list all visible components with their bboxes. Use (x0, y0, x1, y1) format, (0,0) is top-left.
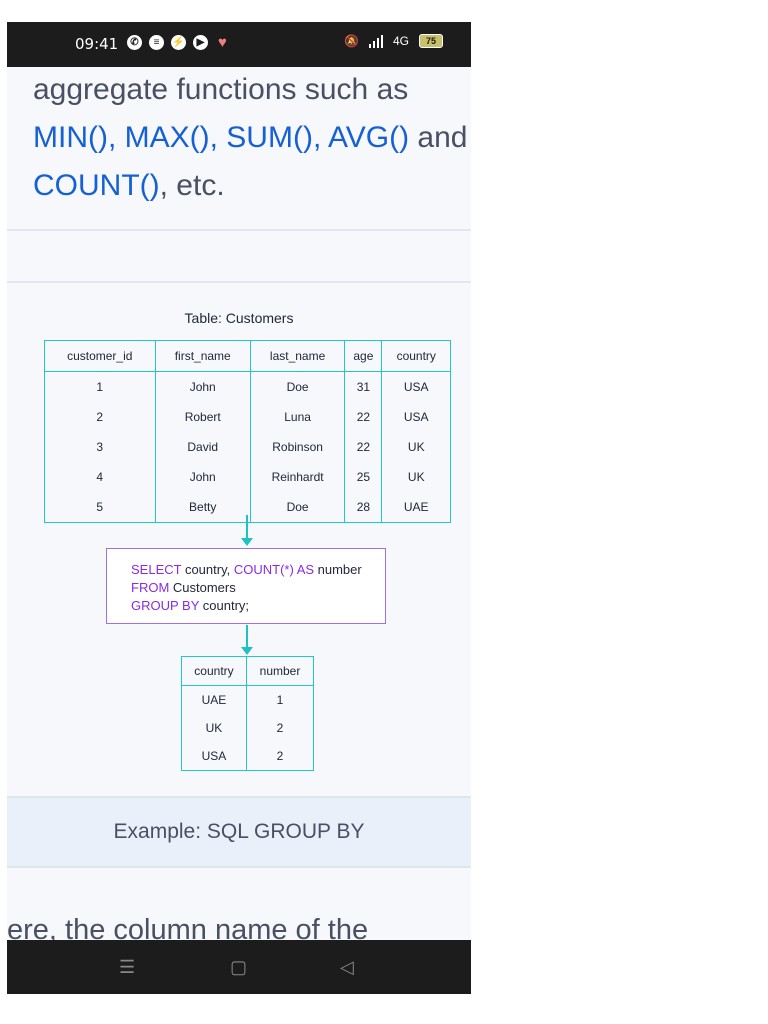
result-table: country number UAE 1 UK 2 USA 2 (181, 656, 315, 771)
table-cell: Robinson (249, 432, 346, 462)
table-row: 1 John Doe 31 USA (44, 371, 451, 402)
table-cell: Robert (154, 402, 251, 432)
table-cell: UAE (181, 685, 247, 714)
table-cell: John (154, 462, 251, 492)
column-header: country (181, 656, 247, 686)
sql-text: number (314, 562, 362, 577)
intro-etc: , etc. (159, 169, 225, 202)
table-cell: Reinhardt (249, 462, 346, 492)
health-icon: ♥ (218, 34, 227, 51)
table-cell: USA (181, 742, 247, 771)
table-cell: 1 (245, 685, 315, 714)
count-function: COUNT() (33, 169, 160, 202)
table-cell: 3 (44, 432, 156, 462)
column-header: last_name (249, 340, 346, 372)
youtube-icon: ▶ (193, 35, 208, 50)
back-button[interactable]: ◁ (340, 957, 354, 977)
group-by-diagram: Table: Customers customer_id first_name … (7, 284, 471, 794)
table-cell: 25 (344, 462, 383, 492)
column-header: number (245, 656, 315, 686)
sql-text: Customers (169, 580, 236, 595)
table-row: UK 2 (181, 714, 315, 742)
table-cell: Luna (249, 402, 346, 432)
table-cell: John (154, 371, 251, 402)
figure-caption: Example: SQL GROUP BY (7, 796, 471, 868)
table-row: 4 John Reinhardt 25 UK (44, 462, 451, 492)
table-cell: 1 (44, 371, 156, 402)
column-header: country (381, 340, 451, 372)
intro-and: and (409, 121, 468, 154)
table-cell: 22 (344, 402, 383, 432)
sql-keyword: COUNT(*) AS (233, 562, 315, 577)
status-bar: 09:41 ✆ ≡ ⚡ ▶ ♥ 🔕 4G 75 (7, 22, 471, 67)
signal-icon (368, 34, 383, 48)
table-row: 5 Betty Doe 28 UAE (44, 492, 451, 523)
table-cell: 22 (344, 432, 383, 462)
sql-keyword: GROUP BY (131, 598, 200, 613)
intro-text: aggregate functions such as (33, 73, 409, 106)
sql-line-from: FROM Customers (131, 579, 385, 597)
table-cell: USA (381, 371, 451, 402)
message-icon: ≡ (149, 35, 164, 50)
table-row: 2 Robert Luna 22 USA (44, 402, 451, 432)
divider (7, 229, 471, 231)
table-header-row: customer_id first_name last_name age cou… (44, 340, 451, 372)
table-cell: 5 (44, 492, 156, 523)
table-cell: UK (181, 714, 247, 742)
sql-line-group: GROUP BY country; (131, 597, 385, 615)
table-cell: 2 (245, 742, 315, 771)
table-cell: David (154, 432, 251, 462)
divider (7, 281, 471, 283)
system-icons: 🔕 4G 75 (344, 34, 443, 48)
recent-apps-button[interactable]: ☰ (119, 957, 136, 977)
sql-keyword: SELECT (131, 562, 182, 577)
navigation-bar: ☰ ▢ ◁ (7, 940, 471, 994)
sql-text: country, (181, 562, 234, 577)
table-cell: USA (381, 402, 451, 432)
messenger-icon: ⚡ (171, 35, 186, 50)
mute-icon: 🔕 (344, 34, 359, 48)
clock: 09:41 (75, 35, 119, 53)
table-cell: 2 (245, 714, 315, 742)
home-button[interactable]: ▢ (230, 957, 248, 977)
table-cell: 31 (344, 371, 383, 402)
whatsapp-icon: ✆ (127, 35, 142, 50)
sql-keyword: FROM (131, 580, 170, 595)
function-list: MIN(), MAX(), SUM(), AVG() (33, 121, 410, 154)
intro-paragraph: aggregate functions such as MIN(), MAX()… (33, 66, 471, 210)
sql-text: country; (199, 598, 250, 613)
table-title: Table: Customers (184, 310, 294, 326)
table-cell: Betty (154, 492, 251, 523)
table-row: USA 2 (181, 742, 315, 771)
arrow-down-icon (241, 515, 253, 546)
table-header-row: country number (181, 656, 315, 686)
table-row: UAE 1 (181, 685, 315, 714)
sql-line-select: SELECT country, COUNT(*) AS number (131, 561, 385, 579)
table-cell: UK (381, 462, 451, 492)
table-cell: 28 (344, 492, 383, 523)
table-cell: UAE (381, 492, 451, 523)
arrow-down-icon (241, 625, 253, 655)
network-type: 4G (392, 34, 409, 48)
column-header: age (344, 340, 383, 372)
phone-screen: 09:41 ✆ ≡ ⚡ ▶ ♥ 🔕 4G 75 aggregate functi… (7, 22, 471, 994)
table-row: 3 David Robinson 22 UK (44, 432, 451, 462)
notification-icons: ✆ ≡ ⚡ ▶ ♥ (127, 34, 230, 51)
table-cell: Doe (249, 492, 346, 523)
customers-table: customer_id first_name last_name age cou… (44, 340, 451, 523)
column-header: first_name (154, 340, 251, 372)
table-cell: Doe (249, 371, 346, 402)
table-cell: 4 (44, 462, 156, 492)
column-header: customer_id (44, 340, 156, 372)
battery-icon: 75 (419, 34, 443, 48)
table-cell: 2 (44, 402, 156, 432)
table-cell: UK (381, 432, 451, 462)
sql-query-box: SELECT country, COUNT(*) AS number FROM … (106, 548, 386, 624)
